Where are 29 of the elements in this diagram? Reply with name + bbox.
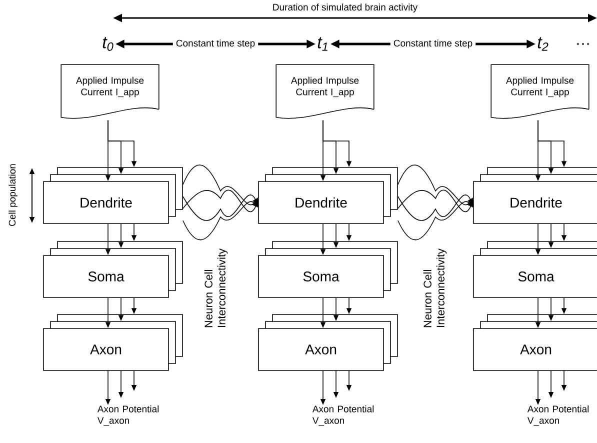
ellipsis: … bbox=[577, 43, 589, 45]
stacked-box: Soma bbox=[258, 241, 398, 298]
edge-label: Constant time step bbox=[172, 36, 258, 52]
stacked-box: Soma bbox=[473, 241, 597, 298]
interconnection-curve bbox=[398, 190, 474, 212]
interconnection-curve bbox=[182, 190, 258, 212]
side-label: Neuron Cell Interconnectivity bbox=[423, 248, 447, 328]
axis-label: Cell population bbox=[8, 164, 18, 226]
side-label: Neuron Cell Interconnectivity bbox=[204, 248, 228, 328]
output-label: Axon Potential V_axon bbox=[97, 405, 159, 426]
time-label: t$_{1}$ bbox=[318, 37, 328, 51]
interconnection-curve bbox=[398, 194, 474, 221]
edge-label: Constant time step bbox=[390, 36, 476, 52]
document-box: Applied Impulse Current I_app bbox=[490, 64, 590, 119]
stacked-box: Soma bbox=[43, 241, 183, 298]
time-label: t$_{0}$ bbox=[102, 37, 114, 51]
interconnection-curve bbox=[182, 194, 258, 221]
stacked-box: Dendrite bbox=[473, 167, 597, 224]
stacked-box: Dendrite bbox=[43, 167, 183, 224]
stacked-box: Axon bbox=[258, 314, 398, 371]
stacked-box: Axon bbox=[43, 314, 183, 371]
title-label: Duration of simulated brain activity bbox=[273, 4, 418, 12]
stacked-box: Axon bbox=[473, 314, 597, 371]
output-label: Axon Potential V_axon bbox=[527, 405, 589, 426]
stacked-box: Dendrite bbox=[258, 167, 398, 224]
document-box: Applied Impulse Current I_app bbox=[276, 64, 374, 119]
document-box: Applied Impulse Current I_app bbox=[60, 64, 160, 119]
output-label: Axon Potential V_axon bbox=[312, 405, 374, 426]
time-label: t$_{2}$ bbox=[538, 37, 548, 51]
